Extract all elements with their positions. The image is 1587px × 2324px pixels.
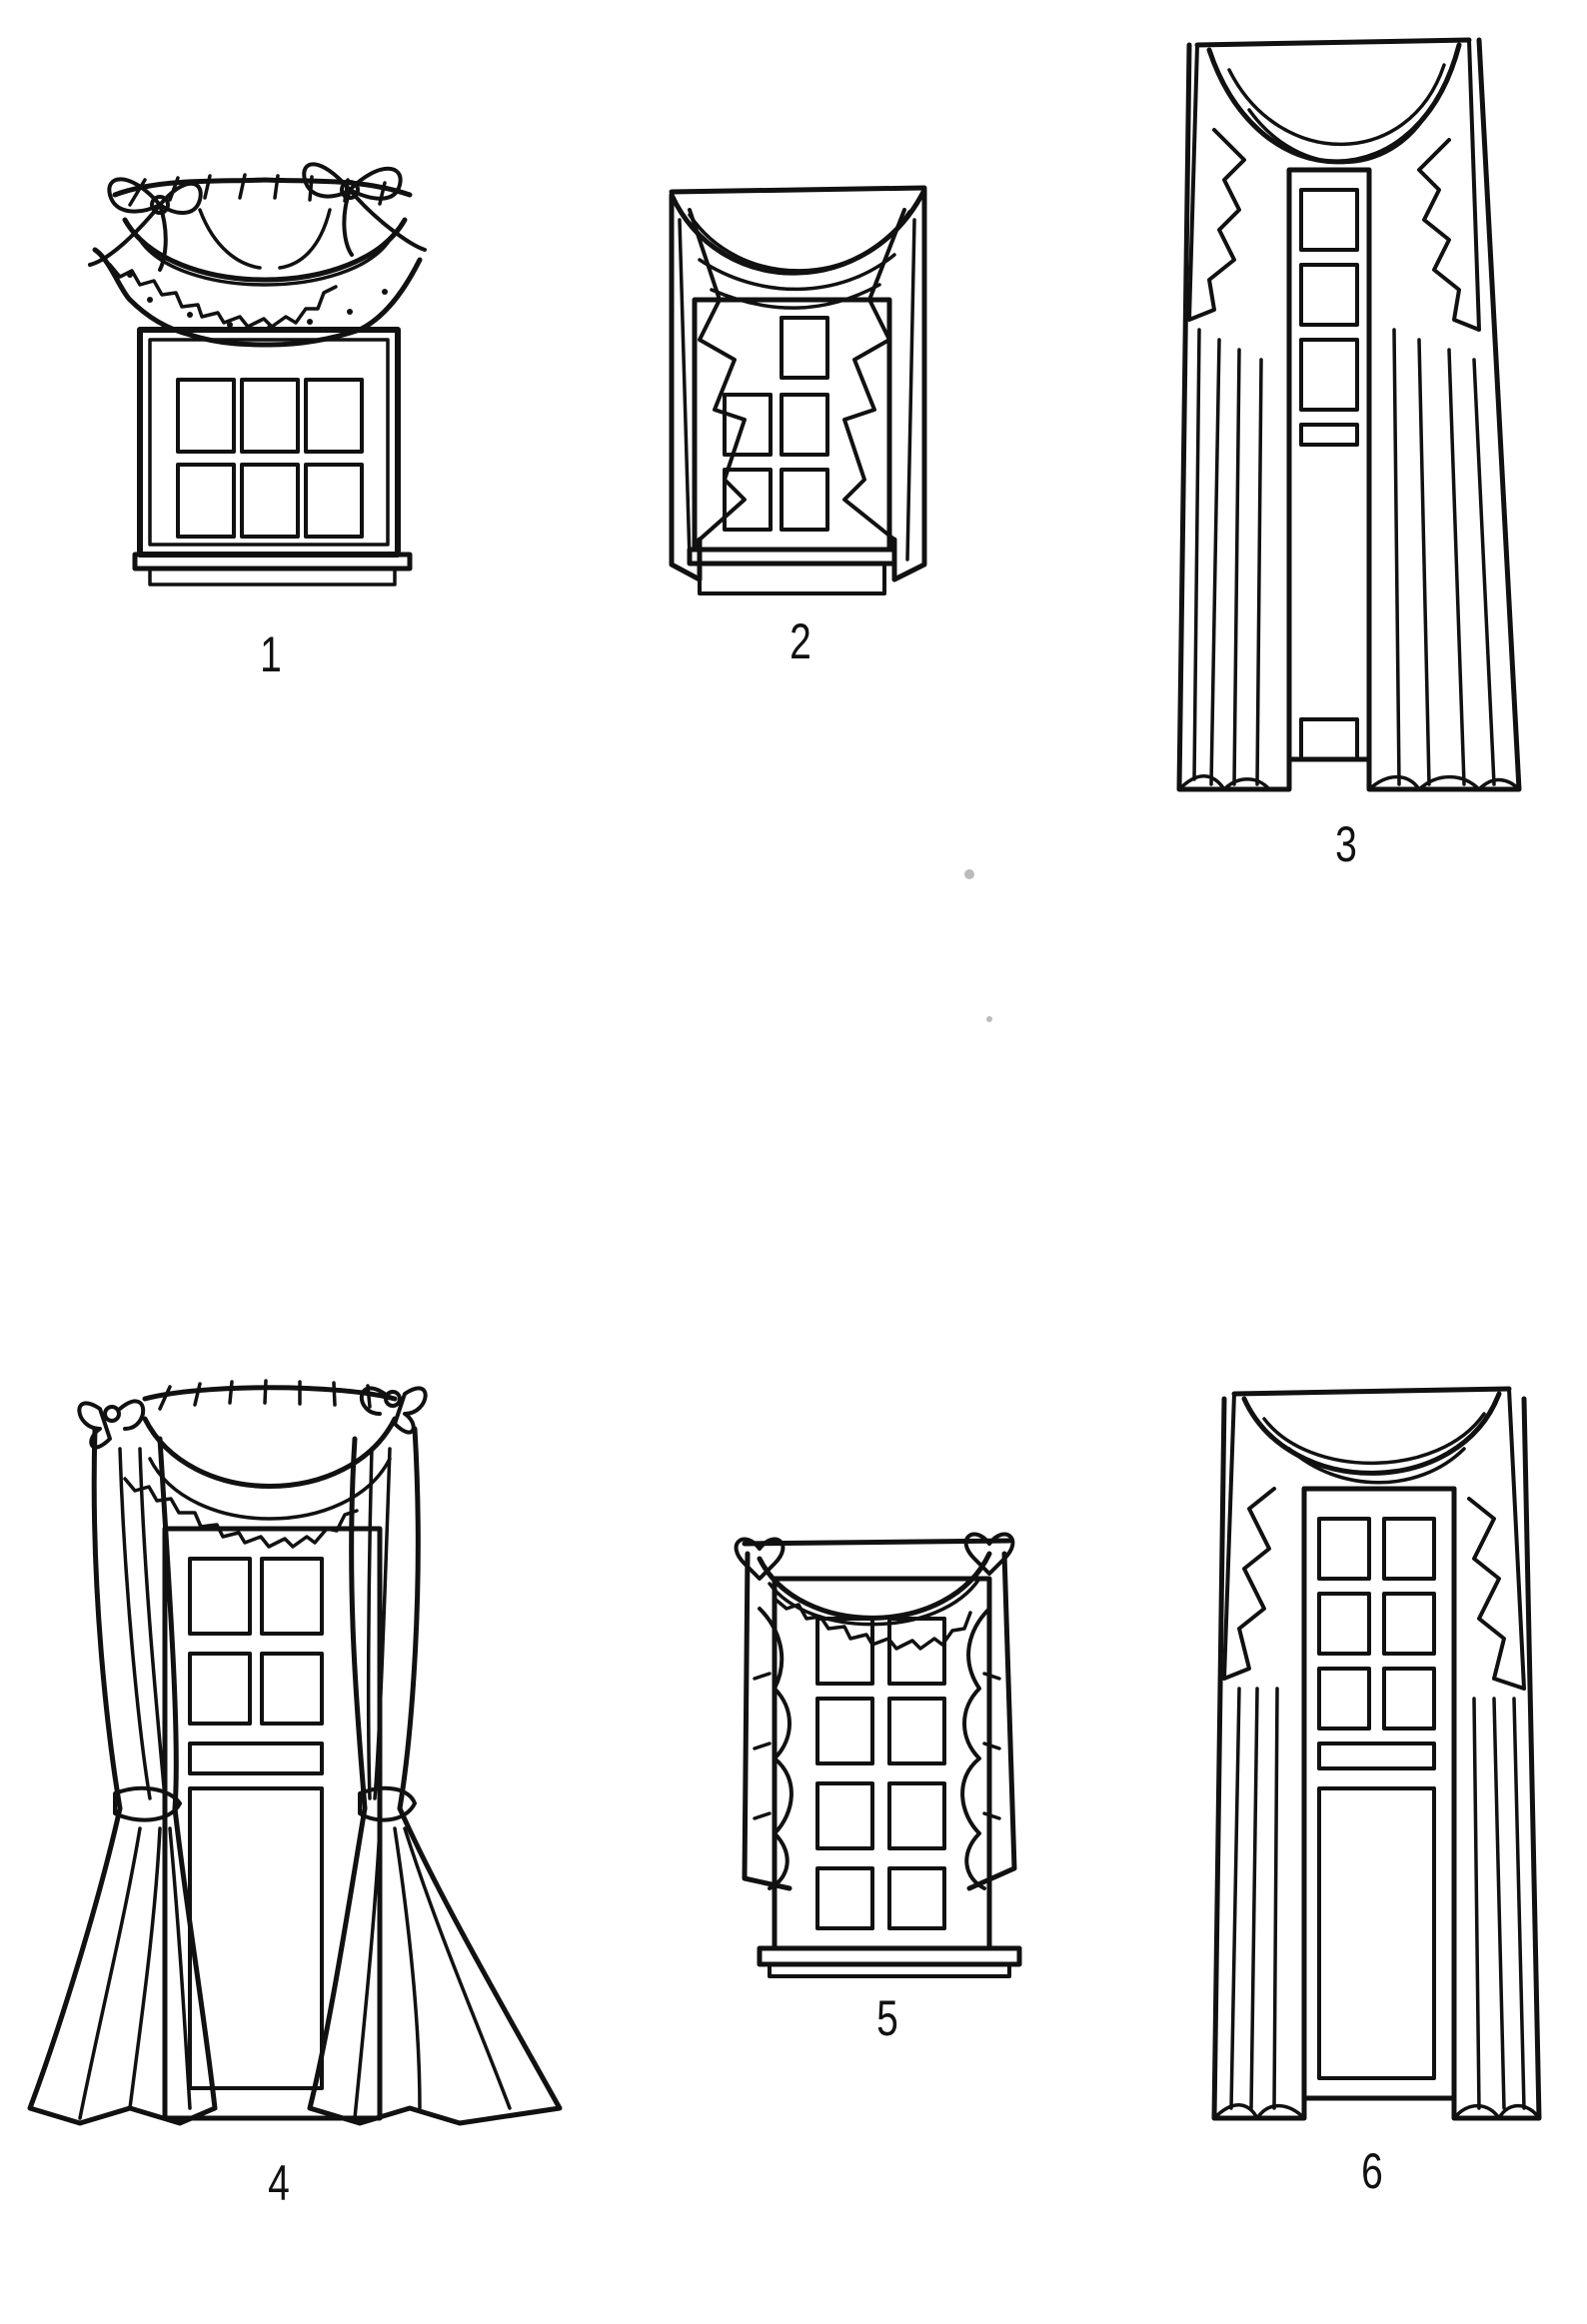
paper-specks: [964, 869, 992, 1022]
figure-1-drawing: [88, 162, 427, 586]
figure-label-6: 6: [1361, 2143, 1383, 2199]
figure-label-2: 2: [790, 613, 811, 669]
figure-5-drawing: [734, 1532, 1022, 1978]
figure-label-4: 4: [268, 2155, 290, 2211]
figure-label-5: 5: [876, 1990, 898, 2046]
figure-label-1: 1: [260, 626, 282, 682]
figure-4-drawing: [27, 1379, 563, 2126]
figure-label-3: 3: [1335, 816, 1357, 872]
figure-3-drawing: [1176, 37, 1522, 792]
figure-6-drawing: [1211, 1386, 1542, 2121]
figure-2-drawing: [669, 185, 927, 595]
